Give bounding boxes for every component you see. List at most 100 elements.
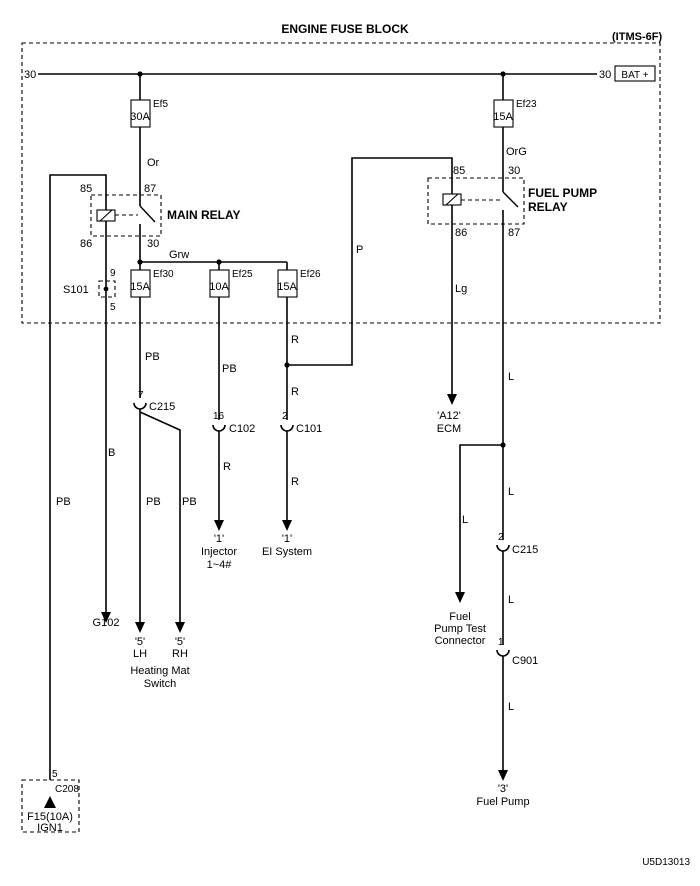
connector-c215-left xyxy=(133,402,147,410)
ecm-pin: 'A12' xyxy=(437,410,461,422)
wire-l-label1: L xyxy=(508,371,514,383)
injector-pin: '1' xyxy=(214,533,224,545)
wire-pb-ign-label: PB xyxy=(56,496,71,508)
c208-pin: 5 xyxy=(52,769,58,780)
ef26-name: Ef26 xyxy=(300,269,321,280)
ef5-name: Ef5 xyxy=(153,99,168,110)
main-relay-box xyxy=(90,194,162,237)
c208-box xyxy=(21,779,80,833)
fp-test-l2: Pump Test xyxy=(434,623,486,635)
fuel-pump-pin: '3' xyxy=(498,783,508,795)
ef25-amp: 10A xyxy=(209,281,229,293)
wire-r-ei2-label: R xyxy=(291,476,299,488)
wire-grw-label: Grw xyxy=(169,249,189,261)
c101-pin: 2 xyxy=(282,411,288,422)
heating-lh-pin: '5' xyxy=(135,636,145,648)
bus-left-label: 30 xyxy=(24,69,36,81)
ground-arrow xyxy=(101,612,111,623)
ecm-label: ECM xyxy=(437,423,461,435)
injector-label: Injector xyxy=(201,546,237,558)
heating-mat-label2: Switch xyxy=(144,678,176,690)
fuse-block-boundary xyxy=(21,42,661,324)
bus-right-label: 30 xyxy=(599,69,611,81)
s101-pin-bottom: 5 xyxy=(110,302,116,313)
wire-r-injector-label: R xyxy=(223,461,231,473)
fp-relay-pin30: 30 xyxy=(508,165,520,177)
fp-test-l1: Fuel xyxy=(449,611,470,623)
wire-or-label: Or xyxy=(147,157,160,169)
wire-org-label: OrG xyxy=(506,146,527,158)
fp-relay-label1: FUEL PUMP xyxy=(528,186,597,200)
fuel-pump-relay-switch xyxy=(502,191,519,208)
main-relay-switch xyxy=(139,205,156,223)
ef23-amp: 15A xyxy=(493,111,513,123)
connector-c102 xyxy=(212,424,226,432)
heating-rh: RH xyxy=(172,648,188,660)
c215-left-name: C215 xyxy=(149,401,175,413)
c208-fuse: F15(10A) xyxy=(27,811,73,823)
g102-label: G102 xyxy=(93,617,120,629)
fuse-block-title: ENGINE FUSE BLOCK xyxy=(281,22,409,36)
c208-arrow xyxy=(44,796,56,808)
c208-name: C208 xyxy=(55,784,79,795)
c901-pin: 1 xyxy=(498,637,504,648)
c101-name: C101 xyxy=(296,423,322,435)
ef25-name: Ef25 xyxy=(232,269,253,280)
fp-relay-label2: RELAY xyxy=(528,200,568,214)
wire-pb-rh-label: PB xyxy=(182,496,197,508)
wire-lg-label: Lg xyxy=(455,283,467,295)
fp-test-l3: Connector xyxy=(435,635,486,647)
ef30-amp: 15A xyxy=(130,281,150,293)
fp-relay-pin86: 86 xyxy=(455,227,467,239)
heating-rh-pin: '5' xyxy=(175,636,185,648)
block-code: (ITMS-6F) xyxy=(612,31,662,43)
fp-relay-pin85: 85 xyxy=(453,165,465,177)
fp-relay-pin87: 87 xyxy=(508,227,520,239)
connector-c901 xyxy=(496,649,510,657)
main-relay-pin30: 30 xyxy=(147,238,159,250)
fuel-pump-relay-box xyxy=(427,177,525,225)
c215-right-pin: 2 xyxy=(498,532,504,543)
wire-r-ef26-label: R xyxy=(291,334,299,346)
ef23-name: Ef23 xyxy=(516,99,537,110)
main-relay-pin85: 85 xyxy=(80,183,92,195)
main-relay-pin86: 86 xyxy=(80,238,92,250)
wire-pb-ef30-label: PB xyxy=(145,351,160,363)
s101-label: S101 xyxy=(63,284,89,296)
s101-pin-top: 9 xyxy=(110,268,116,279)
c102-pin: 16 xyxy=(213,411,225,422)
c208-ign: IGN1 xyxy=(37,822,63,834)
wire-pb-lh-label: PB xyxy=(146,496,161,508)
wire-p-label: P xyxy=(356,244,363,256)
wire-l-test-label: L xyxy=(462,514,468,526)
c901-name: C901 xyxy=(512,655,538,667)
wire-l-label4: L xyxy=(508,701,514,713)
wire-l-label3: L xyxy=(508,594,514,606)
ef30-name: Ef30 xyxy=(153,269,174,280)
wire-pb-ef25-label: PB xyxy=(222,363,237,375)
splice-s101 xyxy=(98,280,116,298)
ef26-amp: 15A xyxy=(277,281,297,293)
ei-label: EI System xyxy=(262,546,312,558)
bat-box xyxy=(614,65,656,82)
fuel-pump-label: Fuel Pump xyxy=(476,796,529,808)
wire-b-label: B xyxy=(108,447,115,459)
heating-lh: LH xyxy=(133,648,147,660)
wire-l-label2: L xyxy=(508,486,514,498)
ef5-amp: 30A xyxy=(130,111,150,123)
connector-c101 xyxy=(280,424,294,432)
bat-label: BAT + xyxy=(621,70,648,81)
wire-p xyxy=(287,157,453,366)
figure-id: U5D13013 xyxy=(642,857,690,868)
heating-mat-label1: Heating Mat xyxy=(130,665,189,677)
main-relay-pin87: 87 xyxy=(144,183,156,195)
c215-right-name: C215 xyxy=(512,544,538,556)
wire-r-ei-label: R xyxy=(291,386,299,398)
main-relay-label: MAIN RELAY xyxy=(167,208,241,222)
c102-name: C102 xyxy=(229,423,255,435)
ei-pin: '1' xyxy=(282,533,292,545)
c215-left-pin: 7 xyxy=(138,390,144,401)
connector-c215-right xyxy=(496,544,510,552)
